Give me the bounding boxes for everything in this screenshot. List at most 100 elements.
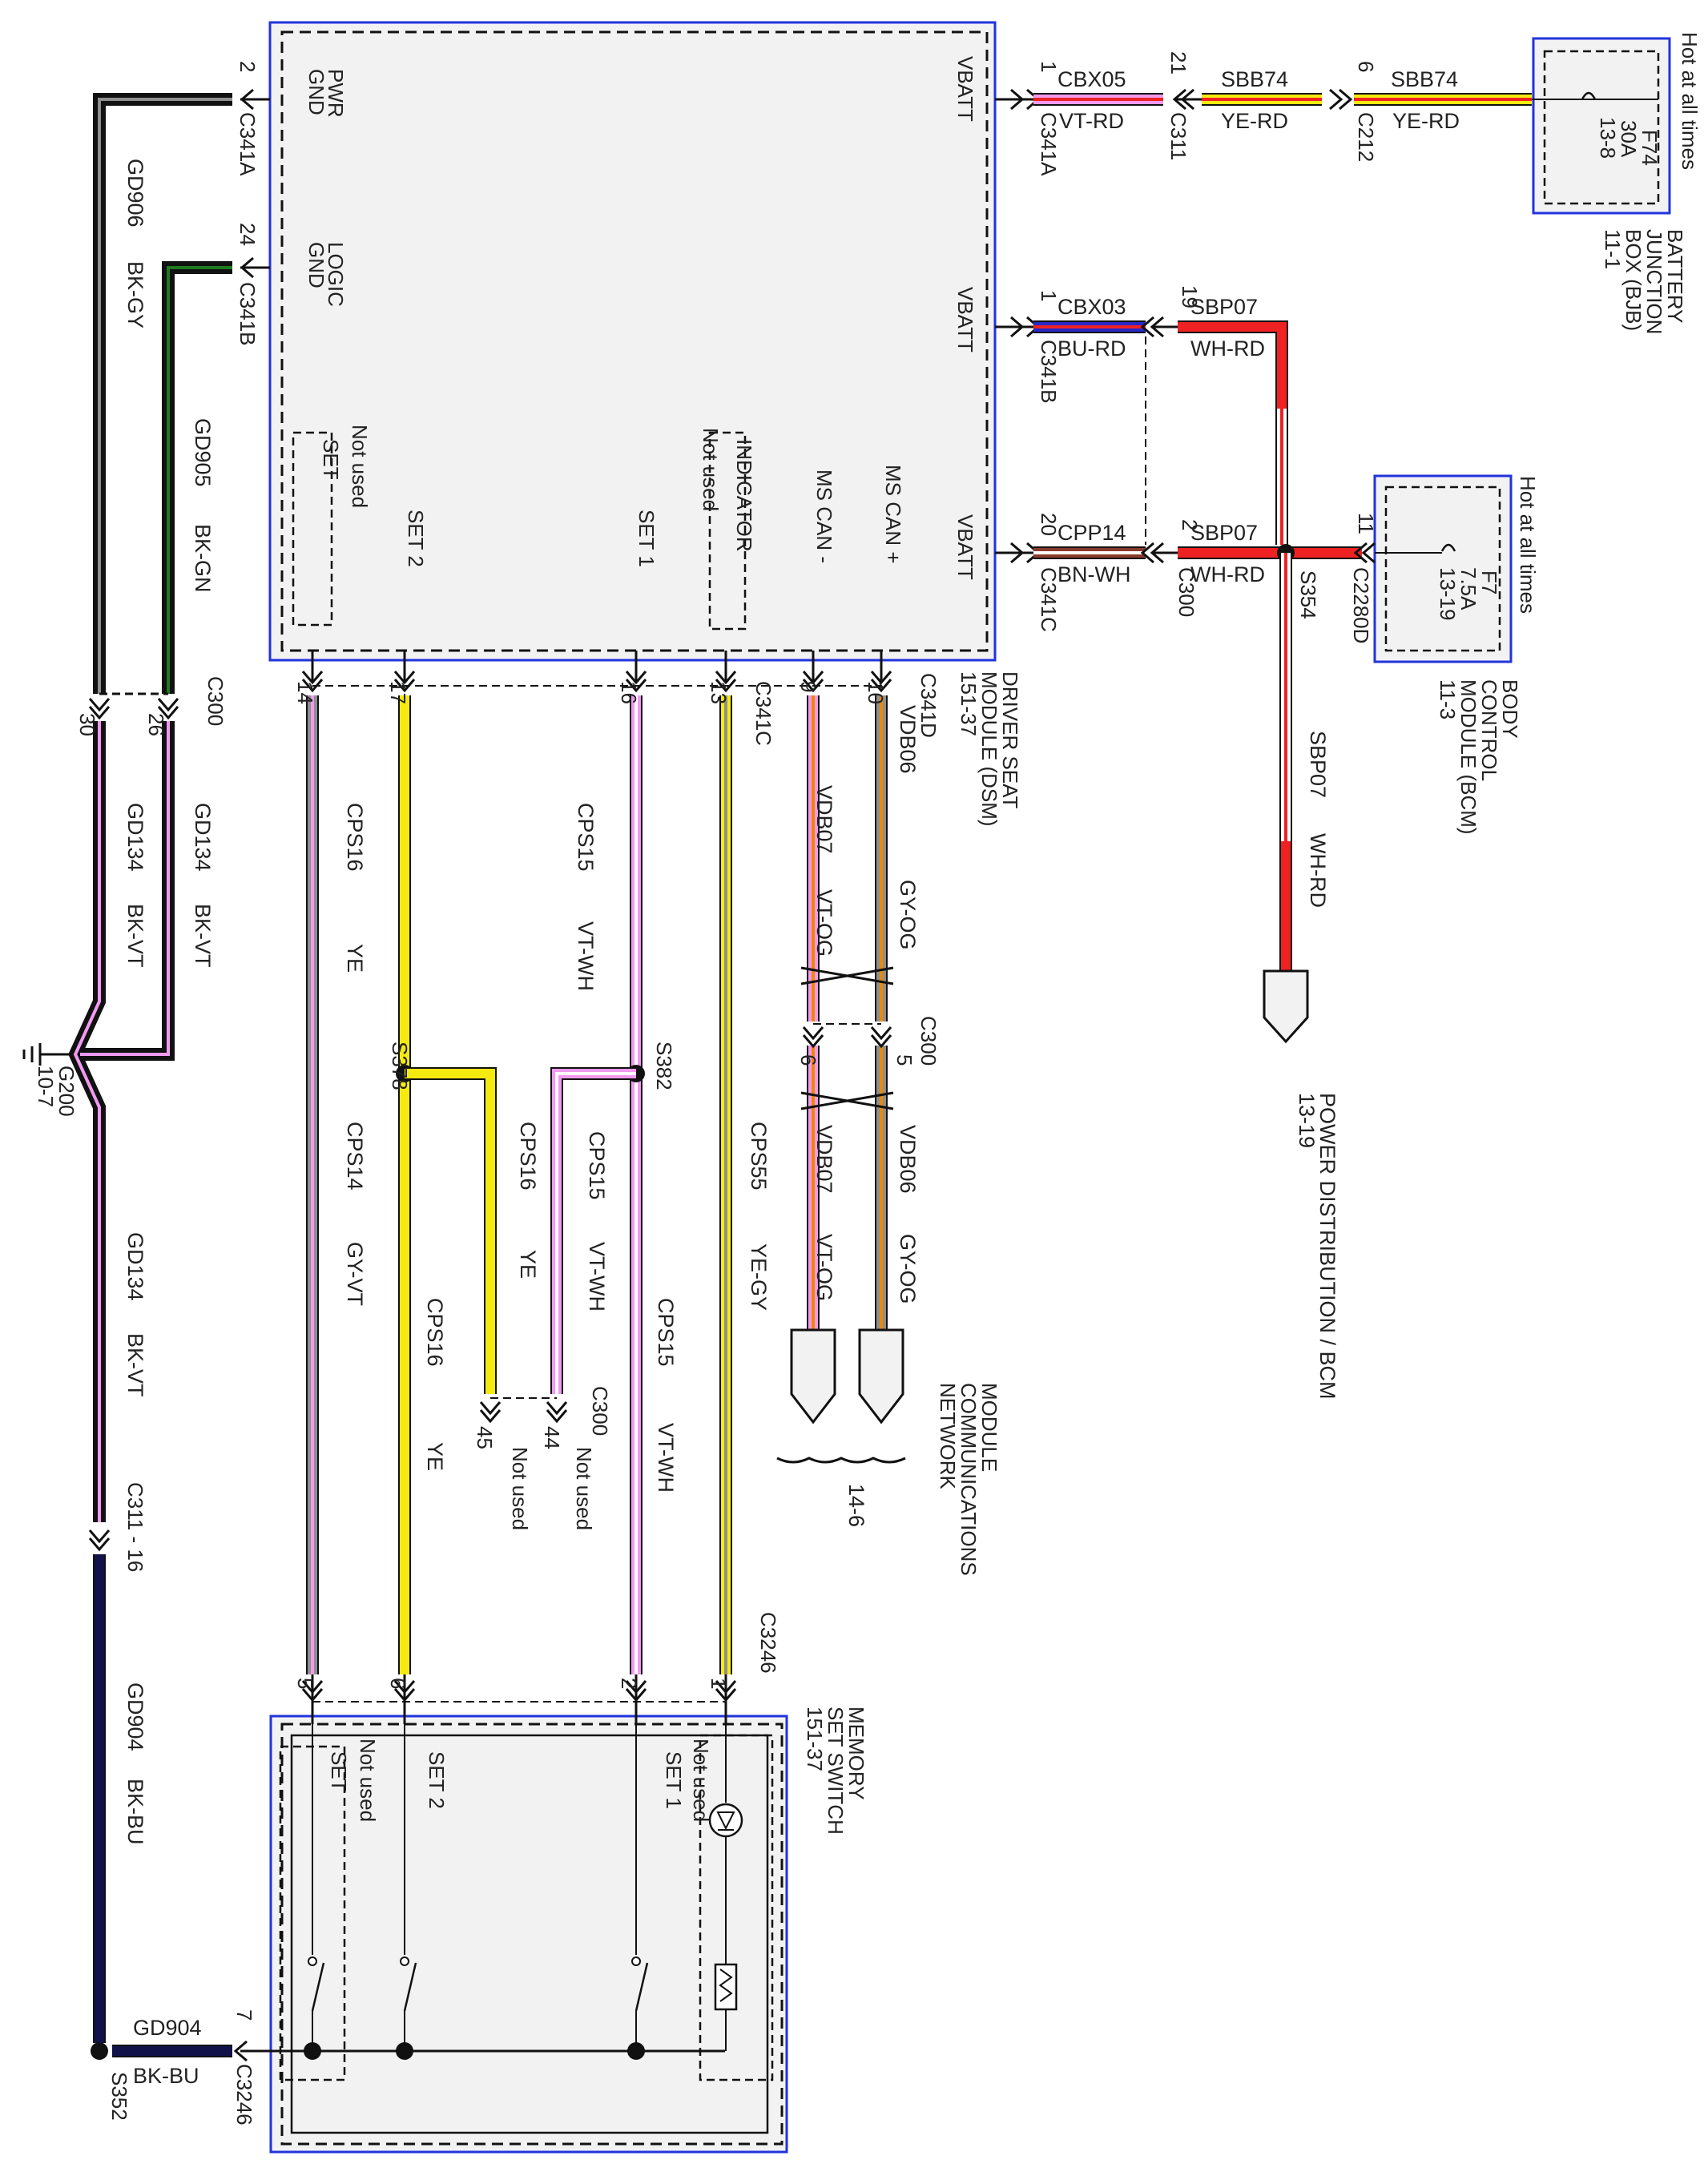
pin-number: 45 (473, 1426, 497, 1449)
connector-icon (1361, 542, 1376, 564)
switch-contact-icon (631, 1956, 641, 1966)
pin-label: INDICATOR (732, 439, 756, 552)
wire-label: YE (423, 1442, 447, 1471)
wire-label: VT-WH (574, 921, 598, 991)
fuse-f7-icon (1440, 543, 1456, 552)
switch-blade-icon (403, 1962, 417, 2012)
switch-blade-icon (311, 1962, 325, 2012)
wire-label: BK-BU (133, 2064, 199, 2088)
mcn-connector-icon (858, 1328, 904, 1424)
pin-label: VBATT (953, 56, 977, 122)
wire-label: CPS14 (343, 1122, 367, 1191)
connector-label: C3246 (756, 1612, 780, 1674)
resistor-icon (714, 1963, 738, 2011)
wire-label: SBB74 (1391, 67, 1458, 91)
connector-label: C300 (588, 1386, 612, 1436)
pin-number: 26 (144, 713, 168, 736)
switch-junction-dot (304, 2042, 321, 2060)
mcn-connector-icon (790, 1328, 836, 1424)
connector-icon (715, 679, 737, 693)
splice-s352 (91, 2042, 108, 2060)
connector-icon (1172, 88, 1186, 111)
connector-icon (802, 1026, 824, 1041)
connector-label: C300 (203, 676, 228, 726)
wire-label: SBP07 (1190, 295, 1258, 319)
wire-cps15-branch (552, 1069, 636, 1394)
pin-label: Not used (508, 1447, 532, 1530)
pin-number: 1 (1037, 61, 1061, 72)
driver-seat-module (268, 21, 997, 662)
connector-icon (88, 698, 111, 712)
wire-gd134-left (70, 721, 104, 1522)
splice-label: S352 (107, 2072, 131, 2121)
pin-number: 17 (386, 681, 410, 704)
ground-label: G200 (54, 1066, 79, 1117)
wire-label: VDB06 (896, 1125, 920, 1194)
wire-gd905-tracer (167, 266, 232, 694)
bjb-name-line: BATTERY (1663, 229, 1687, 324)
pin-label: Not used (348, 425, 372, 508)
wire-label: YE-RD (1221, 109, 1288, 133)
ground-label: 10-7 (34, 1066, 58, 1107)
connector-icon (1010, 88, 1025, 111)
bcm-name-line: MODULE (BCM) (1456, 679, 1480, 835)
switch-junction-dot (396, 2042, 413, 2060)
connector-icon (625, 679, 647, 693)
pin-number: 5 (293, 1678, 317, 1689)
wire-label: GD906 (123, 159, 147, 228)
splice-label: S378 (388, 1042, 412, 1090)
wire-label: YE (343, 944, 367, 973)
pin-label: VBATT (953, 514, 977, 580)
connector-icon (870, 679, 892, 693)
connector-label: C311 - 16 (123, 1482, 147, 1572)
pin-number: 1 (707, 1678, 731, 1689)
connector-icon (301, 679, 324, 693)
pin-label: SET (327, 1751, 351, 1792)
connector-icon (301, 671, 324, 685)
power-distribution-connector-icon (1263, 969, 1309, 1044)
ground-g200-icon (22, 1043, 72, 1066)
wire-label: CPS55 (747, 1122, 771, 1191)
mcn-page: 14-6 (844, 1484, 868, 1527)
pin-label: SET 2 (404, 510, 428, 567)
connector-label: C341A (236, 112, 260, 176)
wire-gd134-right-tracer (80, 721, 170, 1056)
connector-icon (479, 1401, 502, 1416)
pin-number: 14 (293, 681, 317, 704)
connector-icon (1353, 542, 1368, 564)
connector-icon (1140, 316, 1154, 338)
wire-label: BK-GN (191, 524, 215, 593)
dsm-name-line: DRIVER SEAT (998, 671, 1022, 809)
switch-contact-icon (400, 1956, 409, 1966)
pin-label: GND (304, 69, 328, 115)
connector-icon (88, 1537, 111, 1552)
bcm-name-line: 11-3 (1436, 679, 1460, 719)
pin-number: 21 (1166, 51, 1190, 75)
hot-label: Hot at all times (1678, 32, 1702, 170)
wire-label: CPS15 (654, 1298, 678, 1367)
msw-name-line: MEMORY (844, 1707, 868, 1800)
wire-label: BK-VT (191, 904, 215, 968)
hot-label: Hot at all times (1516, 476, 1540, 614)
pin-label: Not used (572, 1447, 596, 1530)
bcm-name-line: BODY (1498, 679, 1522, 739)
bjb-name-line: BOX (BJB) (1621, 229, 1646, 331)
connector-icon (88, 1529, 111, 1544)
connector-icon (625, 671, 647, 685)
pin-number: 2 (236, 61, 260, 72)
connector-label: C341C (751, 681, 775, 746)
pin-number: 30 (75, 713, 99, 736)
wire-label: GD905 (191, 418, 215, 487)
pin-label: Not used (699, 428, 723, 511)
pin-label: Not used (356, 1739, 380, 1822)
connector-icon (546, 1401, 568, 1416)
connector-icon (1140, 542, 1154, 564)
pin-number: 13 (707, 681, 731, 704)
fuse-label: 30A (1617, 120, 1641, 158)
pin-label: GND (304, 242, 328, 288)
splice-label: S382 (652, 1042, 676, 1090)
wire-label: BK-BU (123, 1779, 147, 1845)
connector-label: C3246 (232, 2064, 256, 2126)
connector-label: C311 (1166, 112, 1190, 160)
